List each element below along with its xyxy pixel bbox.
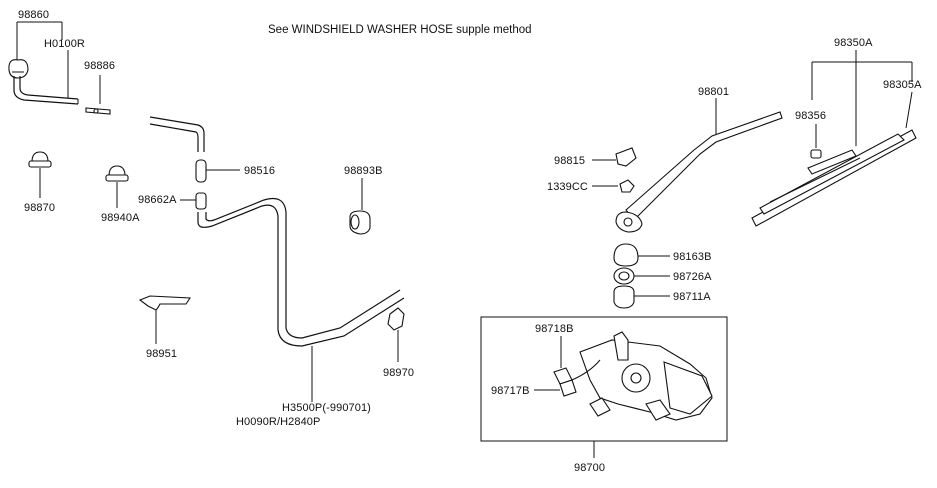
label-98718b: 98718B [535, 323, 574, 335]
bushing-98711a [613, 285, 670, 309]
label-98350a: 98350A [834, 37, 873, 49]
label-98893b: 98893B [344, 165, 383, 177]
label-98717b: 98717B [491, 385, 530, 397]
label-98711a: 98711A [673, 291, 711, 303]
label-h0090r: H0090R/H2840P [236, 416, 321, 428]
washer-hose-route [149, 116, 405, 347]
wiper-motor-98700 [480, 316, 728, 458]
label-98726a: 98726A [673, 271, 712, 283]
label-98516: 98516 [244, 165, 276, 177]
grommet-98893b [349, 178, 371, 235]
label-98860: 98860 [18, 9, 50, 21]
label-98662a: 98662A [138, 194, 177, 206]
label-98940a: 98940A [101, 212, 140, 224]
nut-1339cc [592, 179, 635, 193]
label-98870: 98870 [24, 202, 56, 214]
cap-98163b [613, 243, 670, 267]
label-h3500p: H3500P(-990701) [282, 402, 371, 414]
label-98970: 98970 [383, 367, 415, 379]
connector-98886 [85, 75, 111, 115]
label-1339cc: 1339CC [547, 181, 588, 193]
washer-nozzle-98860 [8, 21, 63, 79]
label-98951: 98951 [146, 348, 178, 360]
hose-h0100r [13, 50, 79, 105]
cover-98815 [592, 147, 637, 167]
label-98305a: 98305A [883, 79, 922, 91]
label-98356: 98356 [795, 110, 827, 122]
bracket-98951 [138, 295, 191, 344]
wiper-arm-98801 [615, 98, 783, 233]
label-98163b: 98163B [673, 251, 712, 263]
label-98815: 98815 [554, 155, 586, 167]
wiper-blade-assembly [751, 50, 917, 227]
label-98700: 98700 [574, 462, 606, 474]
label-98886: 98886 [84, 60, 116, 72]
cap-98870 [28, 151, 52, 198]
label-h0100r: H0100R [44, 38, 85, 50]
clip-98970 [387, 307, 405, 362]
washer-98726a [613, 267, 670, 285]
cap-98940a [105, 165, 129, 208]
label-98801: 98801 [698, 86, 730, 98]
note-washer-hose: See WINDSHIELD WASHER HOSE supple method [268, 24, 532, 36]
